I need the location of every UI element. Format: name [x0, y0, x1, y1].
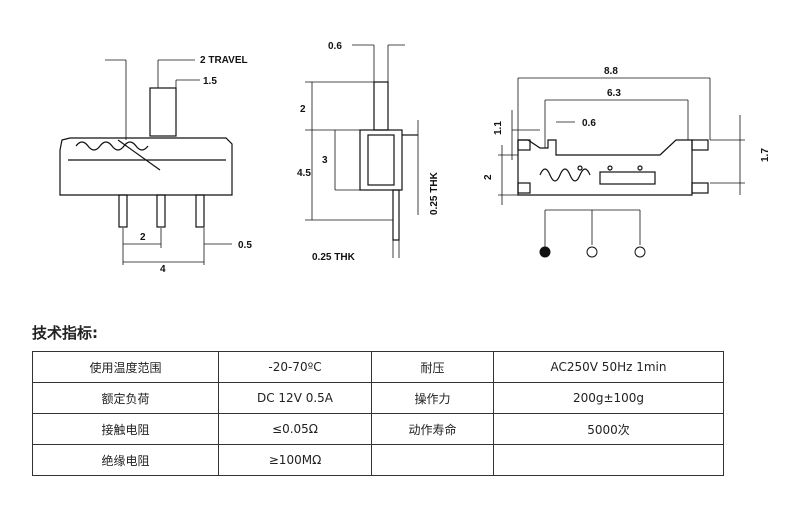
dim-inner-length: 6.3 — [607, 88, 621, 99]
dimension-drawing: 2 TRAVEL 1.5 2 0.5 4 0.6 2 4.5 3 0.25 TH… — [59, 41, 771, 275]
dim-overall-length: 8.8 — [604, 66, 618, 77]
spec-value — [493, 444, 724, 476]
spec-value: -20-70ºC — [218, 351, 372, 383]
table-row: 绝缘电阻 ≥100MΩ — [32, 444, 724, 476]
table-row: 接触电阻 ≤0.05Ω 动作寿命 5000次 — [32, 413, 724, 445]
spec-label: 接触电阻 — [32, 413, 219, 445]
spec-label: 绝缘电阻 — [32, 444, 219, 476]
spec-value: 200g±100g — [493, 382, 724, 414]
spec-value: ≥100MΩ — [218, 444, 372, 476]
spec-value: AC250V 50Hz 1min — [493, 351, 724, 383]
end-view-switch — [359, 81, 418, 241]
dim-pin-width: 0.5 — [238, 240, 252, 251]
spec-label: 动作寿命 — [371, 413, 494, 445]
dim-width-2: 2 — [483, 174, 494, 180]
dim-thk-bottom: 0.25 THK — [312, 252, 356, 263]
spec-label: 额定负荷 — [32, 382, 219, 414]
spec-value: DC 12V 0.5A — [218, 382, 372, 414]
spec-table: 使用温度范围 -20-70ºC 耐压 AC250V 50Hz 1min 额定负荷… — [32, 351, 724, 476]
schematic-terminals — [539, 246, 646, 258]
dim-1-1: 1.1 — [493, 121, 504, 135]
dim-pin-span: 4 — [160, 264, 166, 275]
dim-1-5: 1.5 — [203, 76, 217, 87]
dim-actuator-height: 2 — [300, 104, 306, 115]
spec-section-title: 技术指标: — [32, 324, 98, 342]
spec-value: ≤0.05Ω — [218, 413, 372, 445]
dim-pin-pitch: 2 — [140, 232, 146, 243]
spec-label: 使用温度范围 — [32, 351, 219, 383]
dim-height-3: 3 — [322, 155, 328, 166]
dim-actuator-width: 0.6 — [328, 41, 342, 52]
dim-thk-vertical: 0.25 THK — [429, 171, 440, 215]
side-view-switch — [59, 87, 233, 228]
dim-height-4-5: 4.5 — [297, 168, 311, 179]
spec-label: 操作力 — [371, 382, 494, 414]
table-row: 使用温度范围 -20-70ºC 耐压 AC250V 50Hz 1min — [32, 351, 724, 383]
spec-value: 5000次 — [493, 413, 724, 445]
dim-0-6: 0.6 — [582, 118, 596, 129]
spec-label — [371, 444, 494, 476]
top-view-switch — [517, 139, 709, 196]
dim-1-7: 1.7 — [760, 148, 771, 162]
dim-travel: 2 TRAVEL — [200, 55, 248, 66]
spec-label: 耐压 — [371, 351, 494, 383]
table-row: 额定负荷 DC 12V 0.5A 操作力 200g±100g — [32, 382, 724, 414]
